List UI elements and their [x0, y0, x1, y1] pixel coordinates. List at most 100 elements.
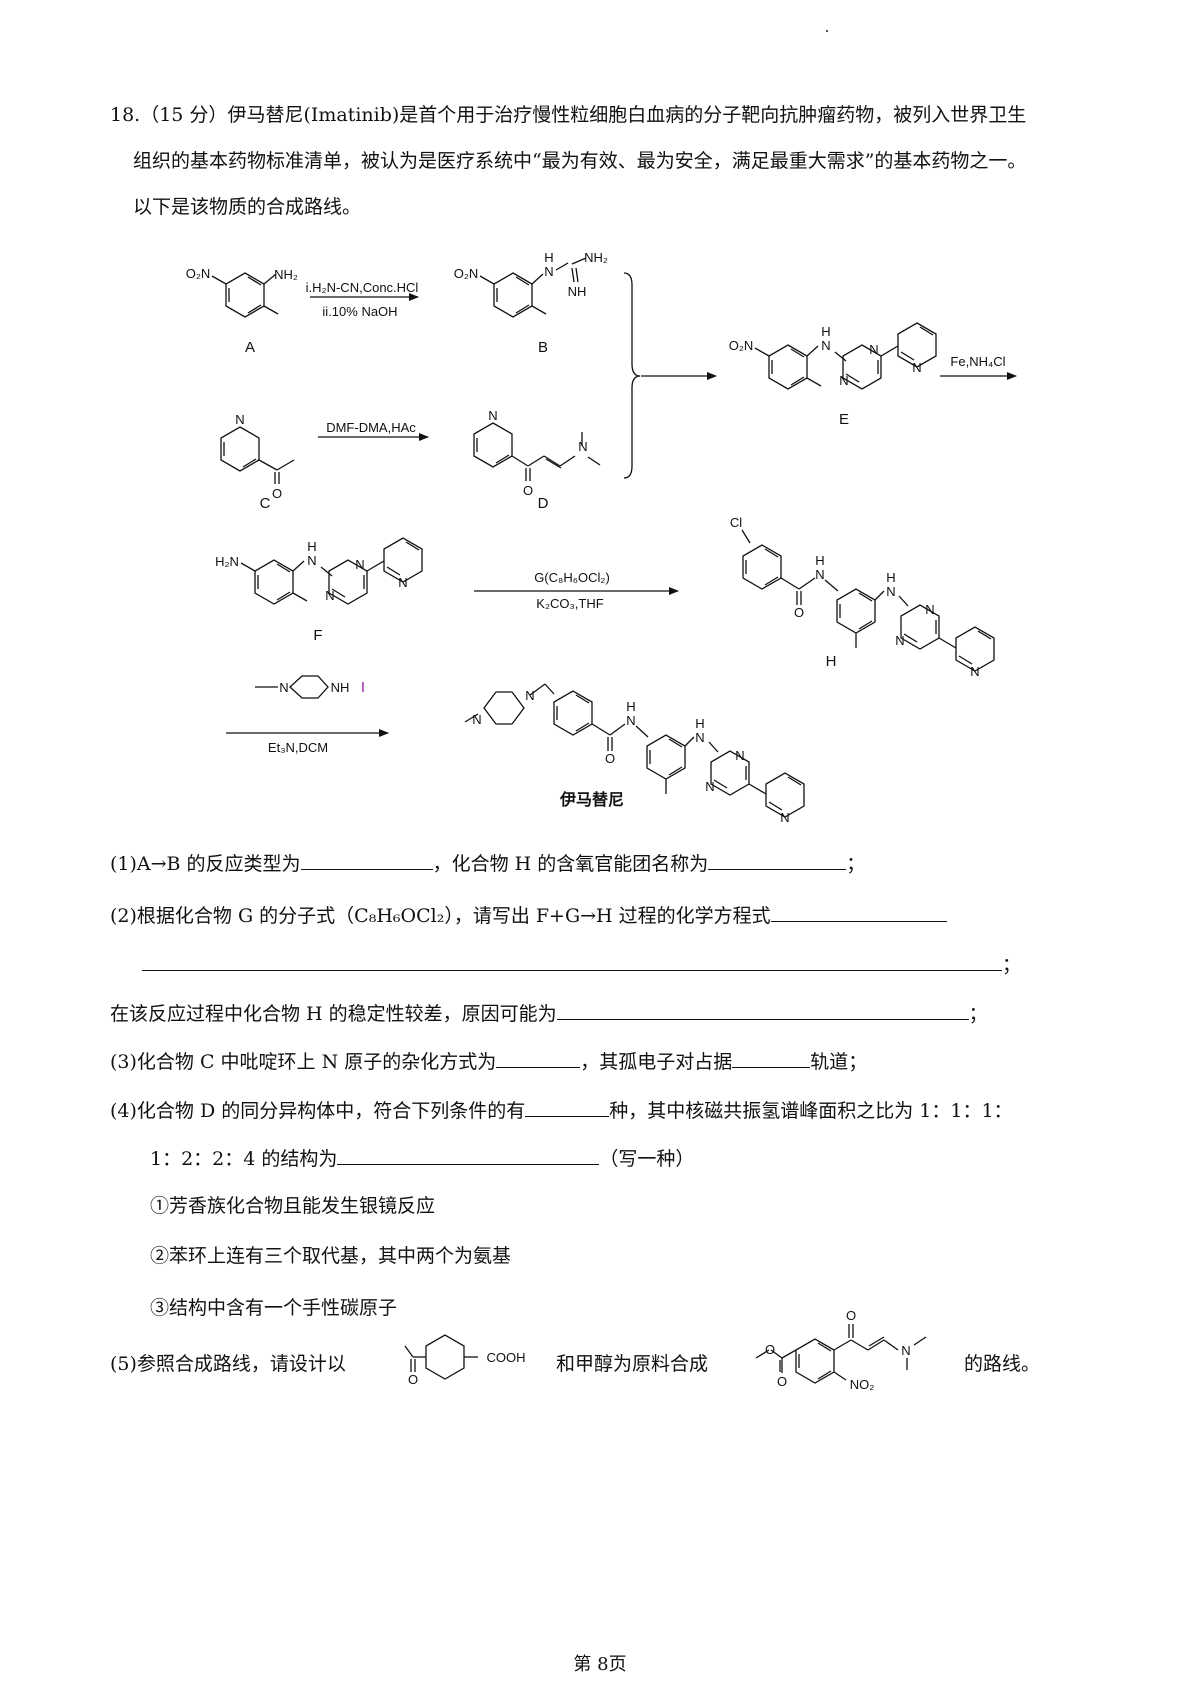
atom-o: O	[794, 605, 804, 620]
p1-blank-2[interactable]	[708, 847, 847, 870]
atom-nh2: NH₂	[274, 267, 298, 282]
label-d: D	[538, 495, 549, 512]
reagent-ab-2: ii.10% NaOH	[322, 304, 397, 319]
intro-line-2: 组织的基本药物标准清单，被认为是医疗系统中“最为有效、最为安全，满足最重大需求”…	[133, 150, 1027, 172]
atom-cl: Cl	[730, 515, 742, 530]
p3-blank-2[interactable]	[732, 1045, 811, 1068]
part-4-line-1: (4)化合物 D 的同分异构体中，符合下列条件的有 种，其中核磁共振氢谱峰面积之比…	[110, 1094, 1120, 1126]
label-a: A	[245, 339, 255, 356]
atom-o: O	[765, 1342, 775, 1357]
label-b: B	[538, 339, 548, 356]
atom-n: N	[815, 567, 824, 582]
label-i: I	[361, 679, 365, 696]
p1-blank-1[interactable]	[300, 847, 433, 870]
atom-o: O	[523, 483, 533, 498]
atom-o: O	[777, 1374, 787, 1389]
part-3: (3)化合物 C 中吡啶环上 N 原子的杂化方式为 ，其孤电子对占据 轨道；	[110, 1045, 1120, 1077]
label-f: F	[313, 627, 322, 644]
question-number: 18.	[110, 104, 141, 126]
atom-n: N	[488, 408, 497, 423]
condition-1: ①芳香族化合物且能发生银镜反应	[150, 1195, 436, 1217]
reagent-cd: DMF-DMA,HAc	[326, 420, 416, 435]
atom-h: H	[886, 570, 895, 585]
question-intro: 18.（15 分）伊马替尼(Imatinib)是首个用于治疗慢性粒细胞白血病的分…	[110, 92, 1110, 230]
part-5-text-a: (5)参照合成路线，请设计以	[110, 1353, 346, 1375]
product-name: 伊马替尼	[559, 790, 624, 809]
atom-n: N	[839, 373, 848, 388]
atom-n: N	[970, 664, 979, 679]
part-2-line-1: (2)根据化合物 G 的分子式（C₈H₆OCl₂），请写出 F+G→H 过程的化…	[110, 899, 1120, 931]
compound-a	[211, 272, 279, 318]
intro-line-3: 以下是该物质的合成路线。	[133, 196, 362, 218]
p4-text-a: (4)化合物 D 的同分异构体中，符合下列条件的有	[110, 1100, 526, 1122]
part-2-line-3: 在该反应过程中化合物 H 的稳定性较差，原因可能为 ；	[110, 997, 1120, 1029]
p3-text-c: 轨道；	[810, 1051, 868, 1073]
atom-n: N	[735, 748, 744, 763]
condition-3: ③结构中含有一个手性碳原子	[150, 1297, 398, 1319]
compound-e	[754, 322, 937, 390]
atom-n: N	[325, 588, 334, 603]
p2-blank-2[interactable]	[142, 948, 1002, 971]
compound-b	[479, 257, 587, 318]
atom-n: N	[578, 439, 587, 454]
label-c: C	[260, 495, 271, 512]
compound-imatinib	[464, 683, 805, 818]
p2-blank-1[interactable]	[770, 899, 947, 922]
atom-n: N	[398, 575, 407, 590]
atom-n: N	[901, 1343, 910, 1358]
atom-n: N	[472, 712, 481, 727]
methylpiperazine	[255, 675, 329, 699]
p4-text-d: （写一种）	[599, 1148, 695, 1170]
p4-text-b: 种，其中核磁共振氢谱峰面积之比为 1：1：1：	[609, 1100, 1013, 1122]
compound-f	[240, 537, 423, 605]
p2-text-c: ；	[968, 1003, 988, 1025]
atom-n: N	[895, 633, 904, 648]
p3-text-a: (3)化合物 C 中吡啶环上 N 原子的杂化方式为	[110, 1051, 497, 1073]
p4-blank-2[interactable]	[337, 1142, 600, 1165]
atom-n: N	[925, 602, 934, 617]
atom-cooh: COOH	[487, 1350, 526, 1365]
compound-c	[220, 426, 295, 484]
atom-n: N	[235, 412, 244, 427]
atom-h: H	[307, 539, 316, 554]
part-2-line-2: ；	[142, 948, 1152, 980]
p3-blank-1[interactable]	[496, 1045, 581, 1068]
reagent-fh-top: G(C₈H₆OCl₂)	[534, 570, 610, 585]
arrows	[226, 293, 1017, 737]
compound-d	[473, 422, 601, 481]
speck	[826, 30, 828, 32]
label-e: E	[839, 411, 849, 428]
atom-h: H	[695, 716, 704, 731]
atom-nh: NH	[331, 680, 350, 695]
atom-n: N	[821, 338, 830, 353]
condition-2: ②苯环上连有三个取代基，其中两个为氨基	[150, 1245, 512, 1267]
atom-n: N	[705, 779, 714, 794]
atom-h: H	[821, 324, 830, 339]
atom-o: O	[408, 1372, 418, 1387]
part-4-line-2: 1：2：2：4 的结构为（写一种）	[150, 1142, 1160, 1174]
reagent-e-f: Fe,NH₄Cl	[950, 354, 1005, 369]
p3-text-b: ，其孤电子对占据	[580, 1051, 733, 1073]
p1-text-b: ，化合物 H 的含氧官能团名称为	[432, 853, 709, 875]
atom-n: N	[525, 688, 534, 703]
p4-blank-1[interactable]	[525, 1094, 610, 1117]
atom-n: N	[626, 713, 635, 728]
atom-n: N	[307, 553, 316, 568]
atom-nh: NH	[568, 284, 587, 299]
p2-text-a: (2)根据化合物 G 的分子式（C₈H₆OCl₂），请写出 F+G→H 过程的化…	[110, 905, 771, 927]
atom-o2n: O₂N	[454, 266, 479, 281]
part-5-text-b: 和甲醇为原料合成	[556, 1353, 709, 1375]
atom-n: N	[780, 810, 789, 825]
atom-h: H	[544, 250, 553, 265]
atom-o: O	[846, 1308, 856, 1323]
reagent-ab-1: i.H₂N-CN,Conc.HCl	[306, 280, 419, 295]
p2-blank-3[interactable]	[556, 997, 969, 1020]
intro-line-1: 伊马替尼(Imatinib)是首个用于治疗慢性粒细胞白血病的分子靶向抗肿瘤药物，…	[227, 104, 1027, 126]
part-5-text-c: 的路线。	[964, 1353, 1041, 1375]
reagent-fh-bottom: K₂CO₃,THF	[536, 596, 603, 611]
p2-end: ；	[1002, 954, 1022, 976]
atom-n: N	[695, 730, 704, 745]
atom-h: H	[626, 699, 635, 714]
p2-text-b: 在该反应过程中化合物 H 的稳定性较差，原因可能为	[110, 1003, 557, 1025]
